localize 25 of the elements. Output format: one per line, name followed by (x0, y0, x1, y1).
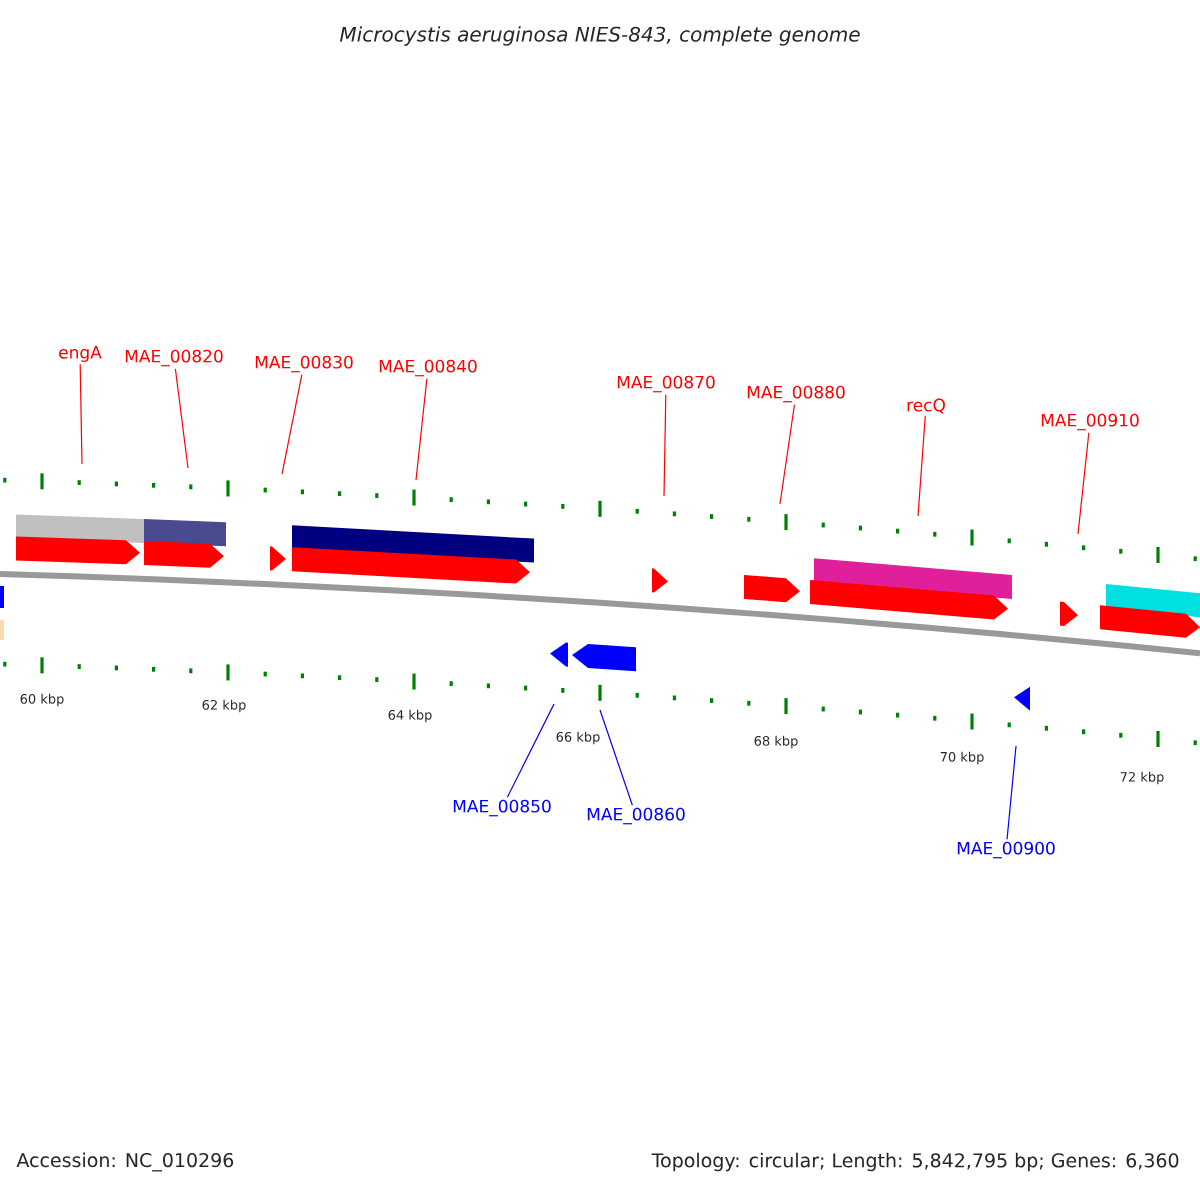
gene-label: MAE_00850 (453, 799, 551, 817)
leader-line (663, 394, 667, 497)
gene-label: MAE_00830 (255, 355, 353, 373)
gene-label: MAE_00900 (957, 841, 1055, 859)
gene-label: MAE_00840 (379, 359, 477, 377)
gene-label: MAE_00910 (1041, 413, 1139, 431)
gene-label: MAE_00870 (617, 375, 715, 393)
leader-line (1077, 432, 1090, 535)
leader-line (506, 703, 555, 798)
leader-line (599, 709, 633, 806)
leader-line (917, 415, 926, 517)
info-text: Accession: NC_010296 (16, 1152, 234, 1172)
leader-line (779, 404, 796, 505)
leader-line (79, 363, 83, 465)
info-text: Topology: circular; Length: 5,842,795 bp; Genes: 6,360 (651, 1152, 1179, 1172)
leader-line (1006, 745, 1017, 840)
gene-label: MAE_00820 (125, 349, 223, 367)
leader-line (281, 374, 303, 475)
gene-label: MAE_00880 (747, 385, 845, 403)
gene-label: MAE_00860 (587, 807, 685, 825)
leader-line (174, 368, 189, 469)
gene-label: recQ (907, 398, 945, 414)
title: Microcystis aeruginosa NIES-843, complete genome (339, 26, 860, 46)
gene-label: engA (59, 346, 102, 362)
leader-line (415, 378, 428, 481)
